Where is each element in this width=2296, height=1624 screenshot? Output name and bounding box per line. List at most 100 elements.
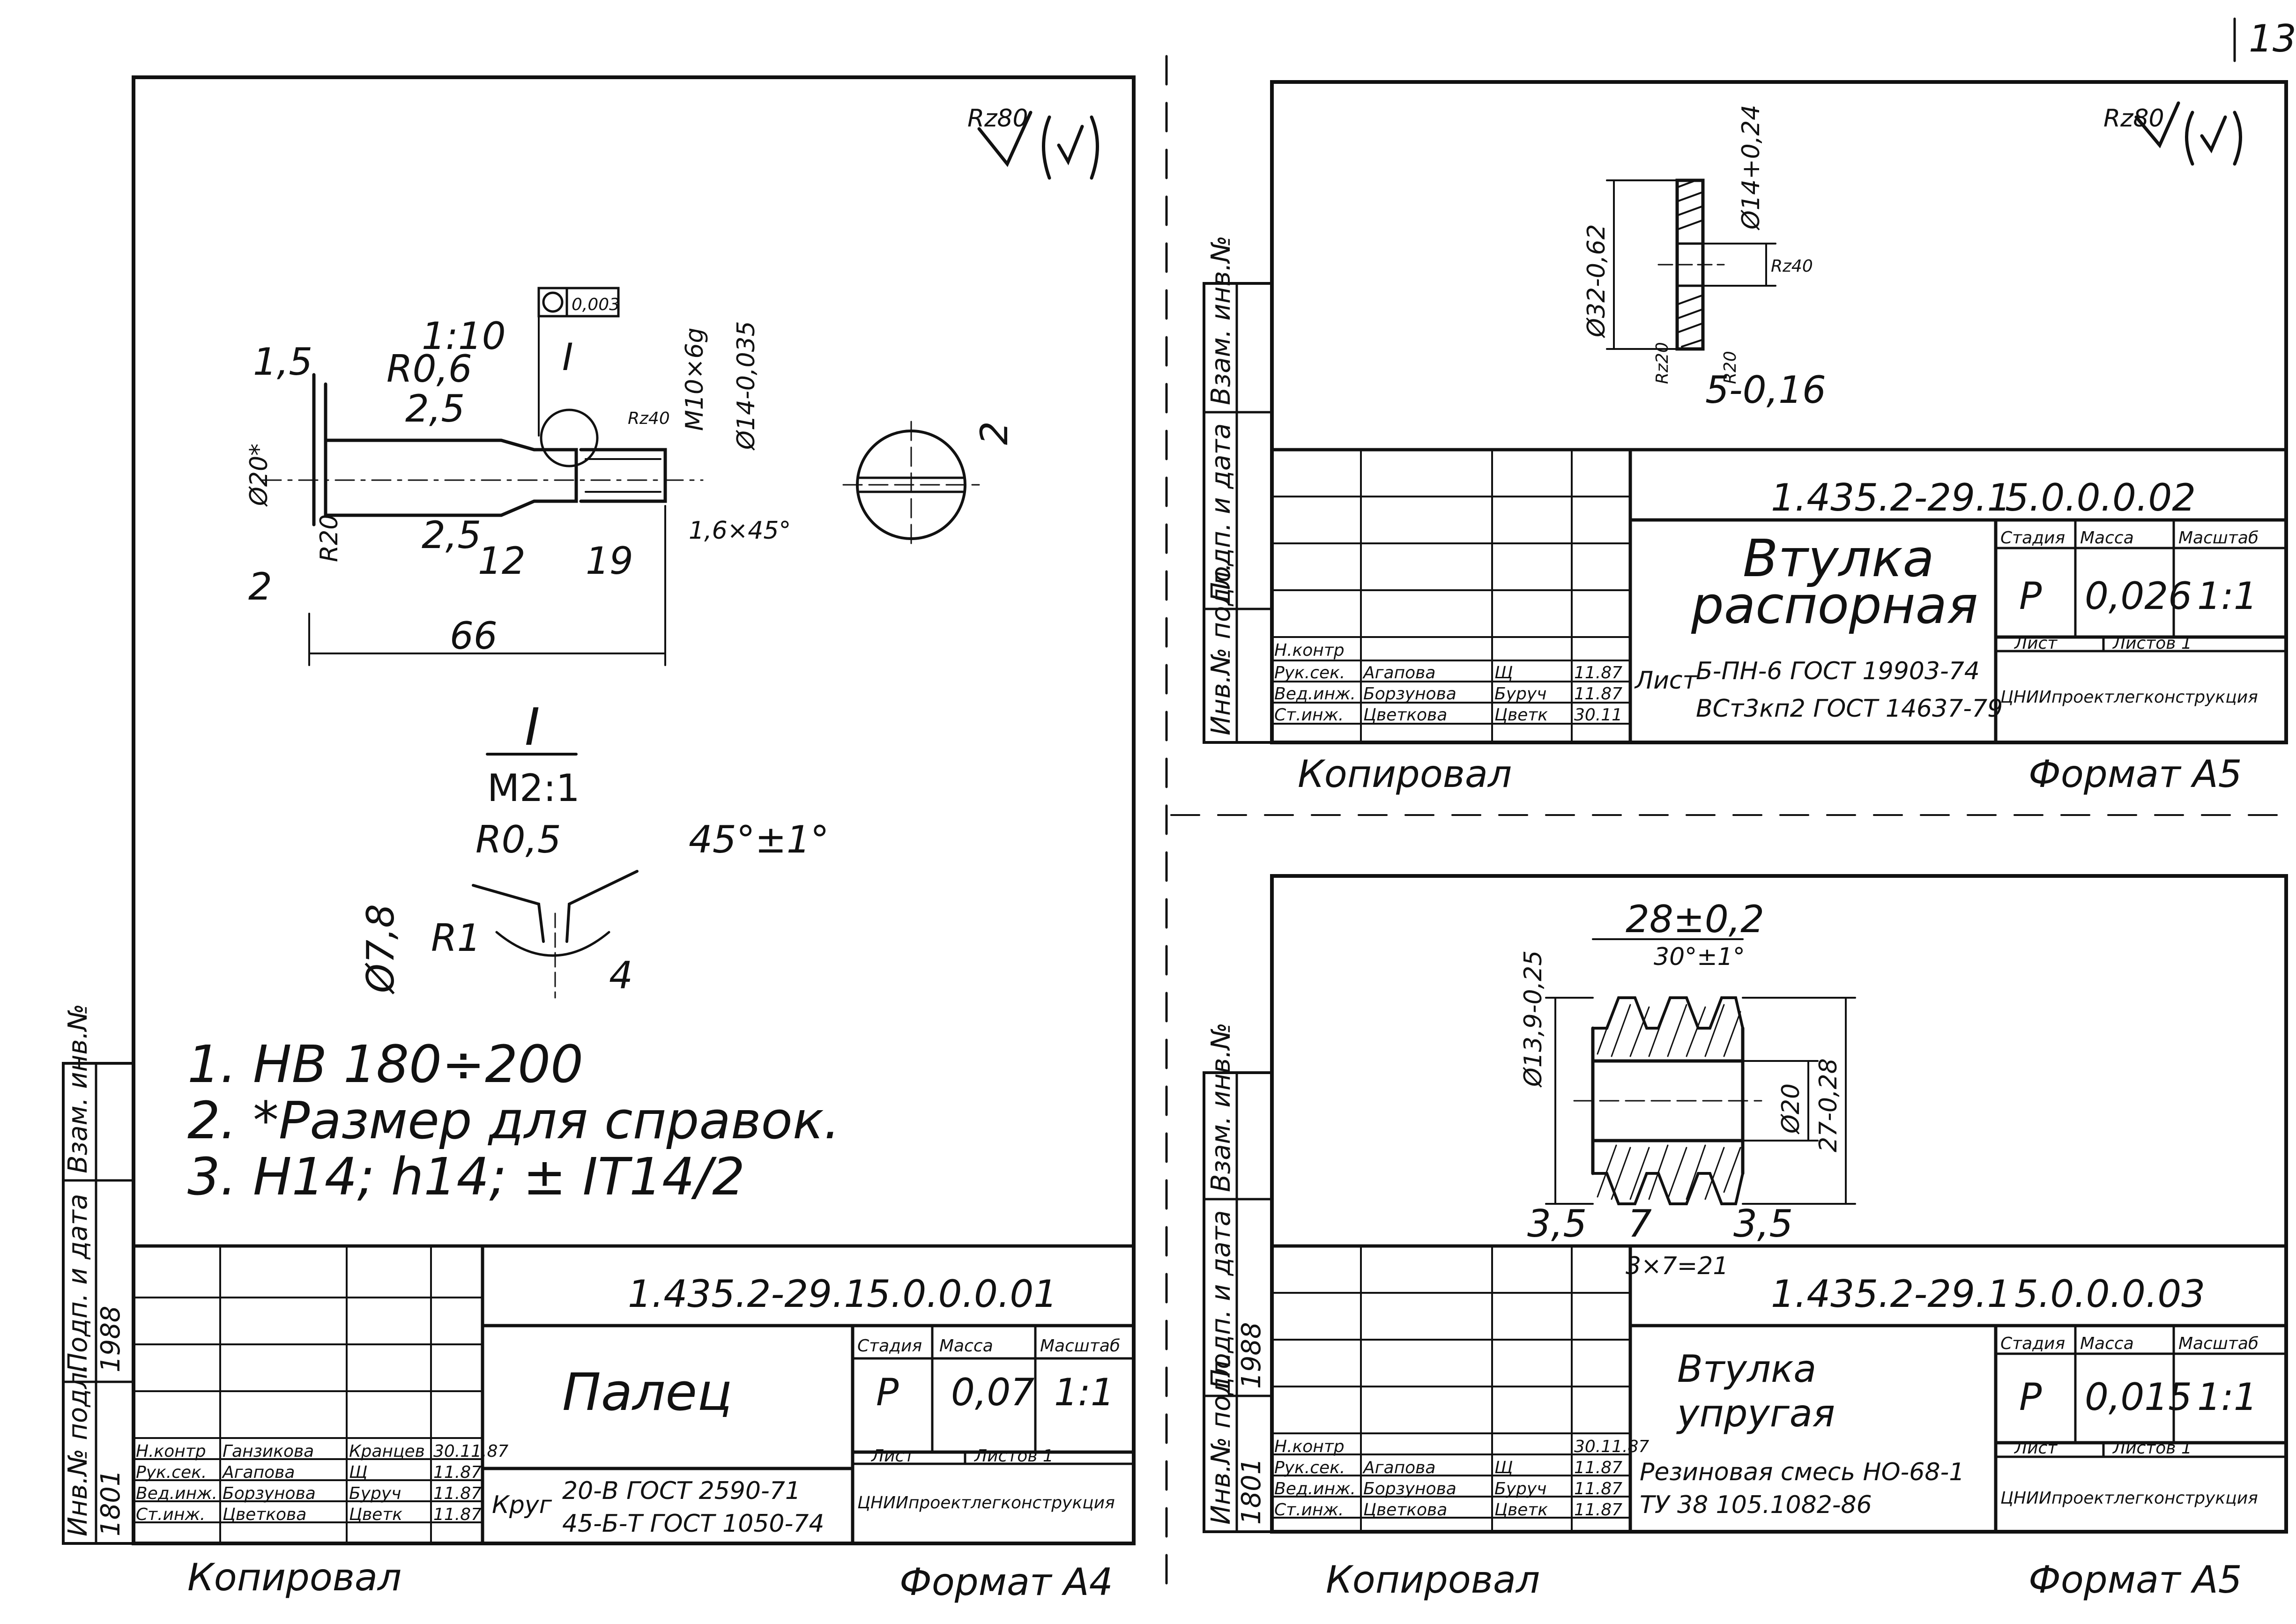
sheet-3: 28±0,2 30°±1° Ø13,9-0,25 Ø20 27-0,28 3,5…: [1203, 874, 2288, 1602]
detail-view: R0,5 45°±1° R1 4 Ø7,8: [359, 818, 829, 999]
sheet-header: Лист: [870, 1446, 914, 1466]
staff-sign: Щ: [1494, 1458, 1513, 1477]
copied-label: Копировал: [1326, 1558, 1540, 1602]
staff-role: Ст.инж.: [1274, 1500, 1344, 1520]
side-value: 1801: [1236, 1458, 1267, 1525]
roughness-value: Rz80: [2103, 104, 2164, 133]
part-code: 5.0.0.0.01: [867, 1272, 1057, 1316]
dim-label: R0,6: [386, 347, 472, 391]
staff-name: Агапова: [222, 1463, 295, 1482]
side-label: Взам. инв.№: [1206, 1023, 1236, 1192]
staff-rows: Н.контр Ганзикова Кранцев 30.11.87 Рук.с…: [136, 1442, 508, 1524]
dim-label: 45°±1°: [689, 818, 829, 861]
staff-name: Борзунова: [1363, 684, 1456, 704]
format-label: Формат А5: [2029, 752, 2242, 796]
side-label: Подп. и дата: [1206, 423, 1236, 602]
staff-role: Н.контр: [1274, 641, 1345, 660]
dim-label: 7: [1628, 1202, 1652, 1246]
material-prefix: Лист: [1634, 667, 1697, 695]
dim-label: 3,5: [1527, 1202, 1587, 1246]
part-name-2: распорная: [1691, 575, 1978, 635]
dim-label: R20: [315, 514, 343, 562]
staff-date: 11.87: [433, 1463, 482, 1482]
scale-value: 1:1: [2197, 1375, 2258, 1419]
dim-label: R1: [431, 916, 481, 960]
material-line-1: 20-В ГОСТ 2590-71: [562, 1477, 801, 1505]
mass-header: Масса: [2080, 1334, 2134, 1353]
section-id: I: [525, 697, 540, 757]
stage-value: Р: [876, 1371, 899, 1414]
mass-value: 0,07: [951, 1371, 1034, 1414]
staff-name: Борзунова: [223, 1484, 316, 1503]
roughness-value: Rz80: [967, 104, 1028, 133]
format-label: Формат А5: [2029, 1558, 2242, 1602]
dim-label: 3,5: [1733, 1202, 1793, 1246]
copied-label: Копировал: [1298, 752, 1512, 796]
staff-date: 30.11.87: [433, 1442, 508, 1461]
staff-date: 11.87: [1574, 1458, 1622, 1477]
side-label: Взам. инв.№: [1206, 236, 1236, 405]
staff-sign: Щ: [349, 1463, 367, 1482]
dim-label: 2,5: [422, 513, 481, 557]
dim-label: 19: [586, 539, 633, 583]
part-name-1: Втулка: [1743, 528, 1934, 588]
corner-number: 13: [2249, 17, 2296, 60]
roughness-symbol: Rz80: [967, 104, 1099, 180]
sheets-header: Листов 1: [2112, 1439, 2192, 1458]
sheet-header: Лист: [2014, 1439, 2058, 1458]
title-block: 1.435.2-29.1 5.0.0.0.02 Втулка распорная…: [1270, 448, 2288, 744]
staff-role: Н.контр: [136, 1442, 206, 1461]
dim-label: R0,5: [476, 818, 561, 861]
stage-header: Стадия: [2000, 1334, 2065, 1353]
staff-date: 30.11.87: [1574, 1437, 1649, 1456]
dim-label: 2: [973, 421, 1016, 445]
stage-value: Р: [2019, 1375, 2042, 1419]
pin-drawing: 0,003: [261, 287, 704, 666]
staff-sign: Буруч: [1494, 684, 1546, 704]
dim-label: Ø14-0,035: [732, 321, 760, 451]
side-value: 1988: [1236, 1322, 1267, 1389]
dim-label: Ø20*: [245, 444, 273, 507]
part-name-2: упругая: [1676, 1392, 1835, 1435]
staff-sign: Цветк: [349, 1505, 402, 1524]
dim-label: I: [562, 335, 573, 379]
part-name-1: Втулка: [1677, 1347, 1816, 1391]
staff-sign: Буруч: [1494, 1479, 1546, 1498]
roughness-symbol: Rz80: [2103, 101, 2242, 166]
sheets-header: Листов 1: [2112, 634, 2192, 653]
scale-value: 1:1: [1054, 1371, 1115, 1414]
side-value: 1988: [96, 1305, 126, 1372]
material-line-2: ВСт3кп2 ГОСТ 14637-79: [1696, 695, 2003, 723]
side-label: Инв.№ подл.: [1206, 1352, 1236, 1525]
staff-role: Н.контр: [1274, 1437, 1345, 1456]
side-stamp: Инв.№ подл. Подп. и дата Взам. инв.№: [1203, 236, 1273, 744]
dim-label: 30°±1°: [1654, 943, 1745, 971]
dim-label: Rz40: [628, 409, 670, 428]
material-line-1: Резиновая смесь НО-68-1: [1640, 1458, 1964, 1486]
stage-header: Стадия: [2000, 528, 2065, 548]
dim-label: 27-0,28: [1814, 1058, 1843, 1152]
staff-date: 11.87: [1574, 663, 1622, 682]
dim-label: Rz40: [1771, 257, 1813, 276]
mass-value: 0,015: [2085, 1375, 2192, 1419]
staff-role: Рук.сек.: [136, 1463, 207, 1482]
dim-label: Ø7,8: [359, 904, 402, 994]
material-line-2: 45-Б-Т ГОСТ 1050-74: [562, 1510, 824, 1538]
staff-date: 11.87: [433, 1484, 482, 1503]
sheet-1: Rz80 0,003 1,5 R0,6 1:10 I 2,5 2,5: [62, 75, 1136, 1604]
runout-tolerance-value: 0,003: [572, 295, 620, 314]
material-prefix: Круг: [492, 1491, 552, 1519]
stage-header: Стадия: [857, 1336, 922, 1356]
doc-code: 1.435.2-29.1: [628, 1272, 868, 1316]
staff-sign: Щ: [1494, 663, 1513, 682]
staff-role: Вед.инж.: [136, 1484, 217, 1503]
staff-sign: Цветк: [1494, 705, 1548, 725]
side-label: Инв.№ подл.: [1206, 563, 1236, 735]
staff-date: 11.87: [433, 1505, 482, 1524]
scale-value: 1:1: [2197, 574, 2258, 618]
spacer-bushing-drawing: Ø32-0,62 Ø14+0,24 Rz40 Rz20 R20 5-0,16: [1583, 105, 1826, 412]
note-2: 2. *Размер для справок.: [187, 1090, 840, 1150]
section-label: I M2:1: [486, 697, 580, 810]
side-label: Подп. и дата: [1206, 1210, 1236, 1389]
